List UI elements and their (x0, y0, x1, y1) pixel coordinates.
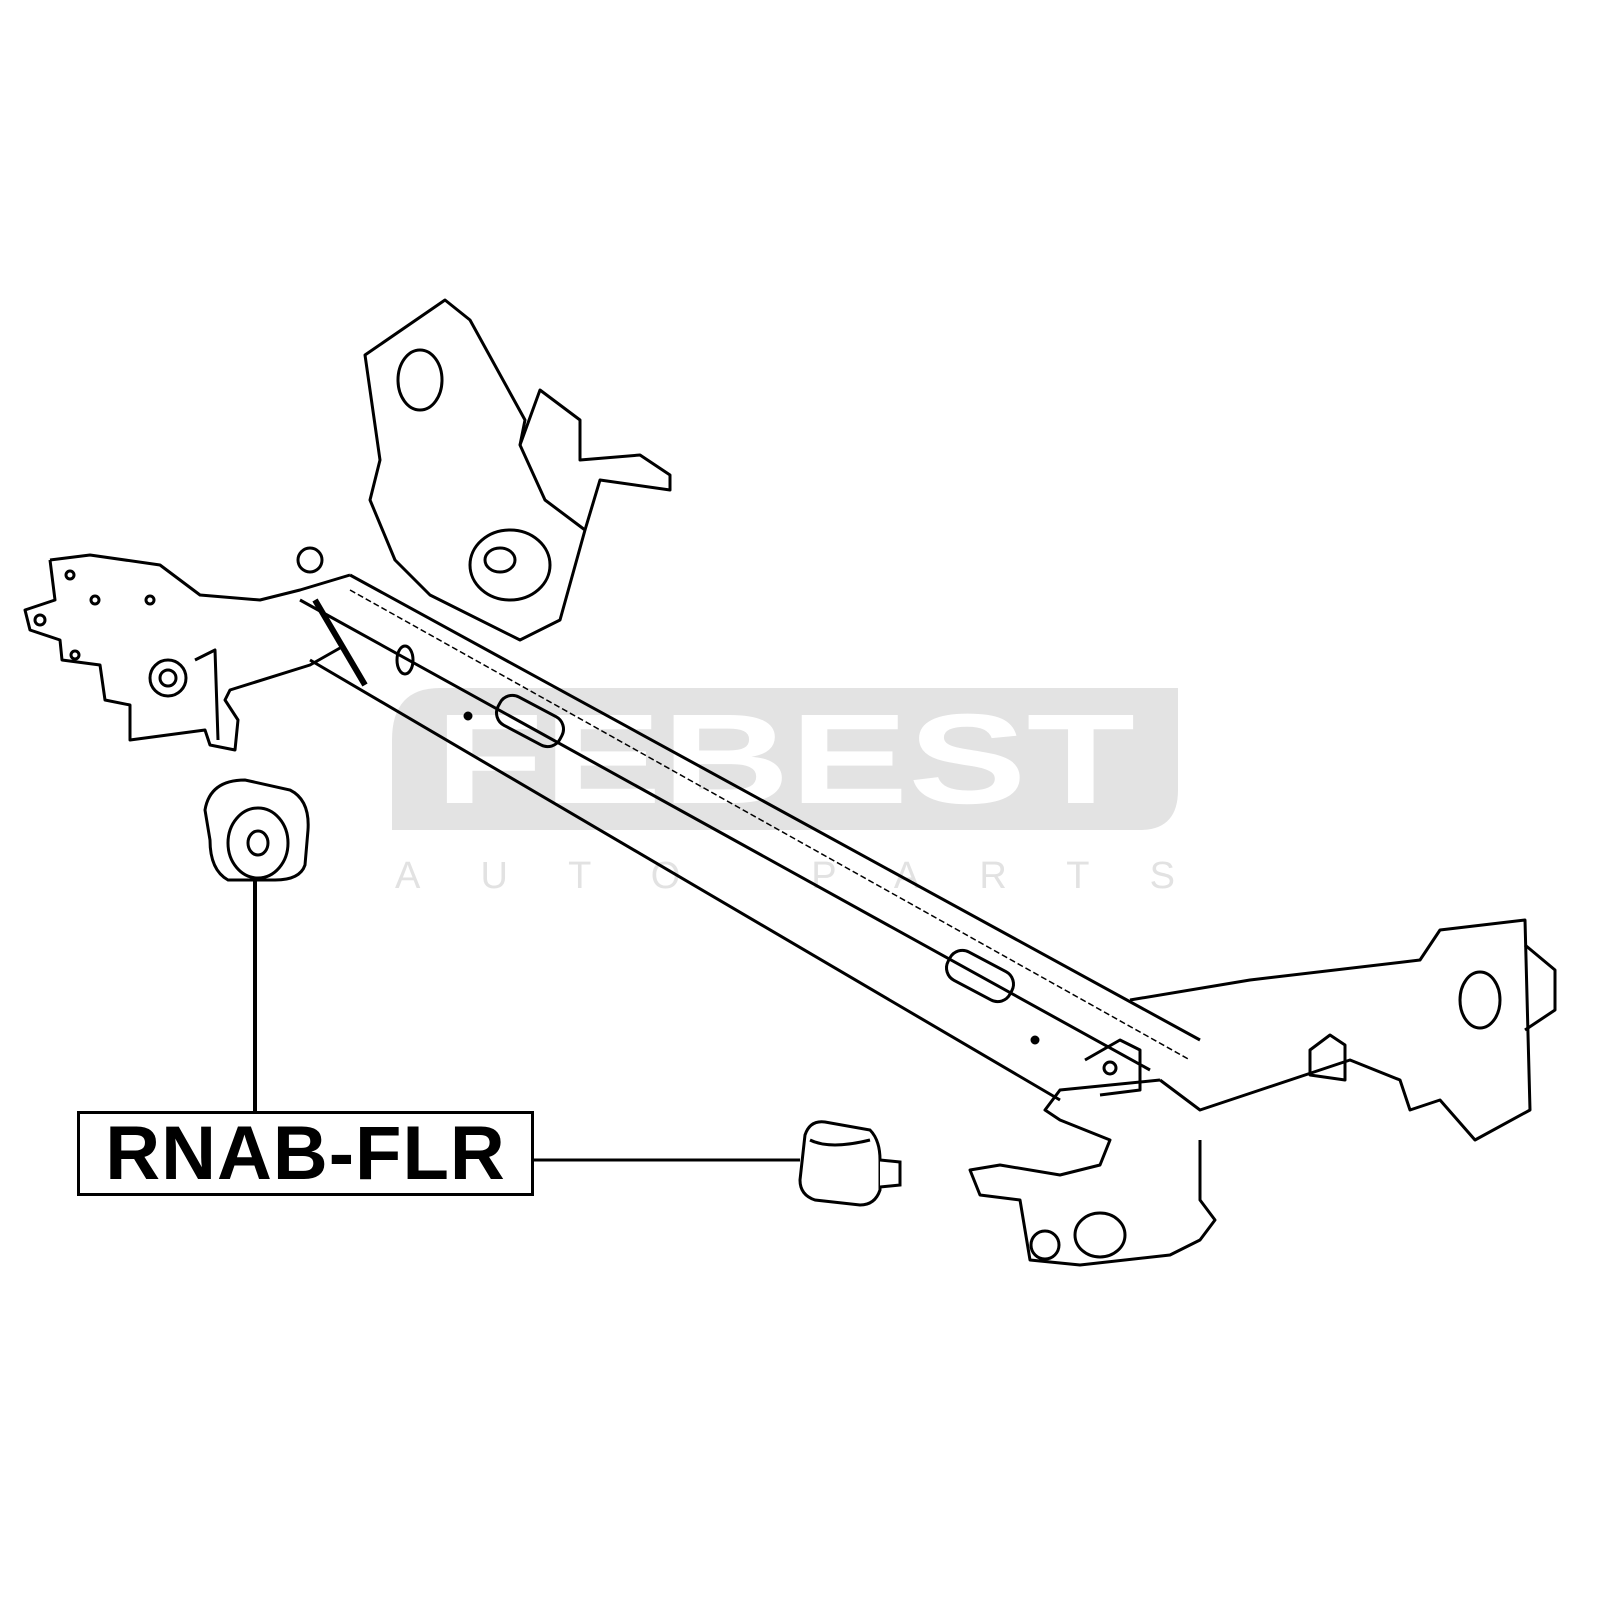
left-trailing-arm (23, 546, 368, 752)
left-spring-seat (363, 298, 672, 642)
watermark-tagline: AUTO PARTS (395, 855, 1175, 897)
right-trailing-arm (968, 918, 1557, 1267)
watermark-brand: FEBEST (435, 688, 1135, 831)
part-number-label: RNAB-FLR (77, 1111, 534, 1196)
part-number-text: RNAB-FLR (105, 1111, 506, 1196)
bushing-lower (798, 1120, 902, 1207)
bushing-upper (203, 778, 310, 882)
febest-watermark: FEBEST AUTO PARTS (392, 688, 1178, 897)
cross-beam (299, 573, 1201, 1102)
